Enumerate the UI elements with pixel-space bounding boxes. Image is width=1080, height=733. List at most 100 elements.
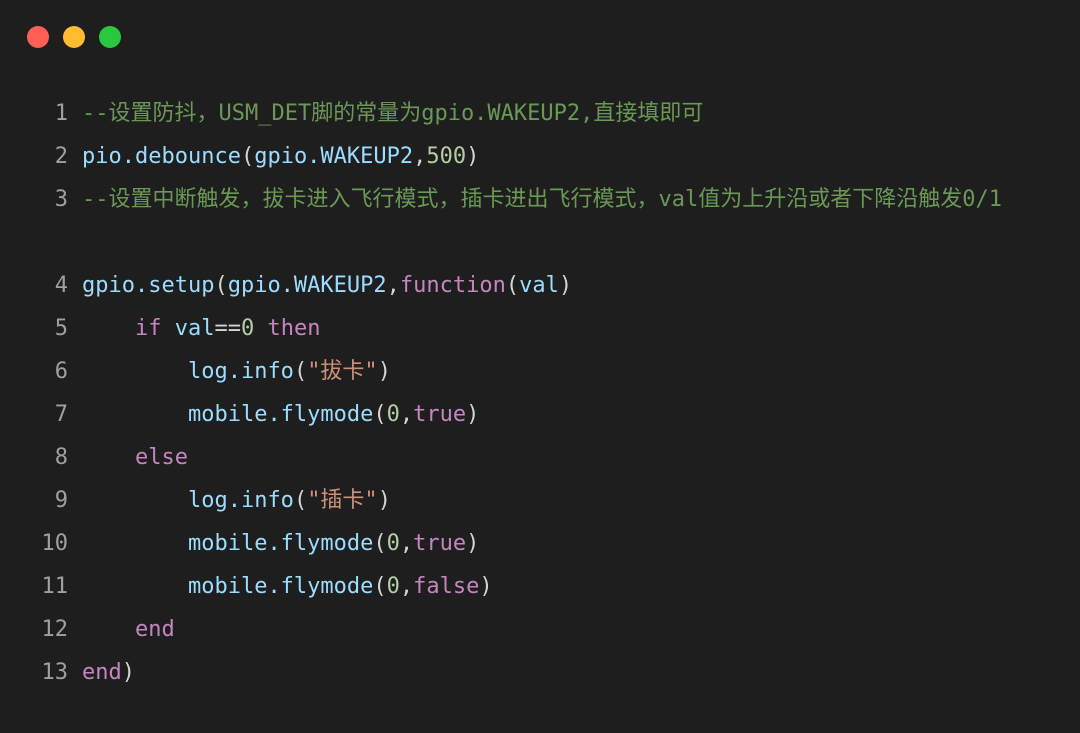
code-token: val — [519, 273, 559, 298]
code-token: gpio.WAKEUP2 — [227, 273, 387, 298]
line-number: 5 — [54, 316, 68, 341]
code-token: == — [214, 316, 241, 341]
code-token: ( — [214, 273, 228, 298]
window-controls — [27, 26, 121, 48]
line-number: 10 — [41, 531, 69, 556]
code-token: , — [399, 402, 414, 427]
code-line: 8 else — [0, 436, 1080, 479]
code-text: if val==0 then — [82, 307, 1072, 350]
code-token: then — [267, 316, 321, 341]
code-token: --设置防抖，USM_DET脚的常量为gpio.WAKEUP2,直接填即可 — [82, 101, 704, 126]
code-text: --设置防抖，USM_DET脚的常量为gpio.WAKEUP2,直接填即可 — [82, 92, 1072, 135]
code-token: ) — [121, 660, 135, 685]
code-text: mobile.flymode(0,true) — [82, 393, 1072, 436]
code-token — [82, 488, 188, 513]
code-token: gpio.setup — [82, 273, 215, 298]
line-number: 3 — [54, 187, 68, 212]
line-number: 9 — [54, 488, 68, 513]
code-text: end — [82, 608, 1072, 651]
code-token: log.info — [187, 488, 294, 513]
code-token: , — [399, 574, 414, 599]
line-number: 4 — [54, 273, 68, 298]
code-token: --设置中断触发，拔卡进入飞行模式，插卡进出飞行模式，val值为上升沿或者下降沿… — [82, 187, 1002, 212]
code-token: mobile.flymode — [187, 531, 374, 556]
code-line: 11 mobile.flymode(0,false) — [0, 565, 1080, 608]
line-number: 13 — [41, 660, 69, 685]
code-token — [82, 359, 188, 384]
code-line: 6 log.info("拔卡") — [0, 350, 1080, 393]
code-line: 7 mobile.flymode(0,true) — [0, 393, 1080, 436]
code-token: ) — [558, 273, 573, 298]
line-number: 7 — [54, 402, 68, 427]
code-text: else — [82, 436, 1072, 479]
code-token: , — [413, 144, 427, 169]
code-token — [82, 574, 188, 599]
code-token — [82, 617, 135, 642]
code-token — [161, 316, 174, 341]
code-token: ) — [466, 531, 480, 556]
code-token: ( — [373, 402, 387, 427]
line-number: 11 — [41, 574, 69, 599]
code-token: ) — [377, 359, 391, 384]
code-text: end) — [82, 651, 1072, 694]
code-text: mobile.flymode(0,true) — [82, 522, 1072, 565]
code-token: log.info — [187, 359, 294, 384]
code-token: , — [386, 273, 400, 298]
code-token: 0 — [240, 316, 255, 341]
code-token: else — [134, 445, 188, 470]
code-line: 1 --设置防抖，USM_DET脚的常量为gpio.WAKEUP2,直接填即可 — [0, 92, 1080, 135]
code-text: mobile.flymode(0,false) — [82, 565, 1072, 608]
code-token — [82, 531, 188, 556]
code-token: mobile.flymode — [187, 574, 374, 599]
code-token: 0 — [386, 402, 400, 427]
code-line: 13 end) — [0, 651, 1080, 694]
code-token: end — [134, 617, 175, 642]
code-token: true — [413, 402, 467, 427]
code-token: false — [413, 574, 480, 599]
code-line: 10 mobile.flymode(0,true) — [0, 522, 1080, 565]
code-token: 500 — [426, 144, 467, 169]
code-token — [82, 316, 135, 341]
code-line: 3 --设置中断触发，拔卡进入飞行模式，插卡进出飞行模式，val值为上升沿或者下降… — [0, 178, 1080, 264]
code-line: 5 if val==0 then — [0, 307, 1080, 350]
code-token: ( — [373, 531, 387, 556]
code-token: 0 — [386, 574, 400, 599]
code-text: log.info("拔卡") — [82, 350, 1072, 393]
code-token: pio.debounce — [82, 144, 241, 169]
code-token: ( — [240, 144, 255, 169]
code-token — [254, 316, 267, 341]
code-token: if — [134, 316, 162, 341]
code-token: end — [82, 660, 122, 685]
code-text: pio.debounce(gpio.WAKEUP2,500) — [82, 135, 1072, 178]
close-button[interactable] — [27, 26, 49, 48]
code-token: ) — [479, 574, 493, 599]
code-token: , — [399, 531, 414, 556]
line-number: 1 — [54, 101, 68, 126]
code-text: gpio.setup(gpio.WAKEUP2,function(val) — [82, 264, 1072, 307]
line-number: 12 — [41, 617, 69, 642]
code-token: ( — [293, 488, 308, 513]
code-token: true — [413, 531, 467, 556]
code-token: ( — [505, 273, 520, 298]
zoom-button[interactable] — [99, 26, 121, 48]
code-token: "拔卡" — [307, 359, 378, 384]
code-token: mobile.flymode — [187, 402, 374, 427]
code-token: ) — [377, 488, 391, 513]
code-line: 12 end — [0, 608, 1080, 651]
code-token: ) — [466, 402, 480, 427]
code-text: --设置中断触发，拔卡进入飞行模式，插卡进出飞行模式，val值为上升沿或者下降沿… — [82, 178, 1072, 221]
code-token: function — [399, 273, 506, 298]
minimize-button[interactable] — [63, 26, 85, 48]
code-token: ) — [466, 144, 480, 169]
code-token: "插卡" — [307, 488, 378, 513]
code-token: ( — [373, 574, 387, 599]
code-line: 9 log.info("插卡") — [0, 479, 1080, 522]
code-token: val — [174, 316, 215, 341]
code-text: log.info("插卡") — [82, 479, 1072, 522]
code-token — [82, 445, 135, 470]
code-token: ( — [293, 359, 308, 384]
